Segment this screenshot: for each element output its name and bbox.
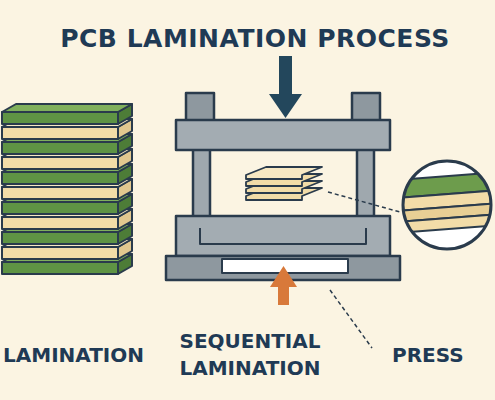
zoom-detail — [395, 161, 495, 249]
caption-label: SEQUENTIAL LAMINATION — [160, 328, 340, 382]
press-arrow-down — [269, 56, 302, 118]
press-machine — [166, 93, 400, 280]
title: PCB LAMINATION PROCESS — [20, 24, 490, 53]
leader-line — [328, 192, 400, 212]
heat-arrow-up — [270, 266, 297, 305]
small-stack — [246, 167, 322, 200]
caption-label: PRESS — [392, 342, 492, 369]
layer-stack — [2, 104, 132, 274]
leader-line — [330, 290, 372, 348]
caption-label: LAMINATION — [3, 342, 153, 369]
